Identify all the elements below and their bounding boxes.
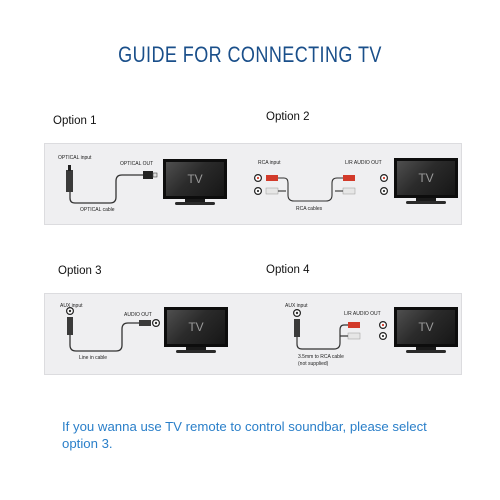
tv-screen: TV [394,307,458,347]
tv-label: TV [187,172,203,186]
tv-stand [416,347,436,351]
tv-base [406,350,446,353]
option-2-cable-label: RCA cables [296,206,323,212]
panel-bottom [44,293,462,375]
tv-stand [416,198,436,202]
tv-base [406,201,446,204]
footnote: If you wanna use TV remote to control so… [62,419,427,451]
option-3-cable [65,307,161,352]
option-4-output-label: L/R AUDIO OUT [344,311,381,317]
option-4-cable [293,309,388,350]
option-2-label: Option 2 [266,111,310,123]
option-1-input-label: OPTICAL input [58,155,92,161]
option-3-cable-label: Line in cable [79,355,108,361]
tv-screen: TV [394,158,458,198]
option-2-output-label: L/R AUDIO OUT [345,160,382,166]
tv-label: TV [418,171,434,185]
option-1-cable [66,165,158,204]
tv-label: TV [418,320,434,334]
option-4-input-label: AUX input [285,303,308,309]
tv-screen: TV [163,159,227,199]
option-2-input-label: RCA input [258,160,281,166]
option-1-cable-label: OPTICAL cable [80,207,115,213]
option-3-output-label: AUDIO OUT [124,312,152,318]
option-4-cable-note: (not supplied) [298,361,329,367]
tv-stand [186,347,206,351]
tv-base [175,202,215,205]
option-1-output-label: OPTICAL OUT [120,161,154,167]
option-4-cable-label: 3.5mm to RCA cable [298,354,344,360]
tv-base [176,350,216,353]
option-4-label: Option 4 [266,264,310,276]
tv-screen: TV [164,307,228,347]
tv-stand [185,199,205,203]
tv-label: TV [188,320,204,334]
page-title: GUIDE FOR CONNECTING TV [118,42,382,67]
option-3-input-label: AUX input [60,303,83,309]
option-1-label: Option 1 [53,115,97,127]
option-2-cables [254,174,389,202]
option-3-label: Option 3 [58,265,102,277]
panel-top [44,143,462,225]
